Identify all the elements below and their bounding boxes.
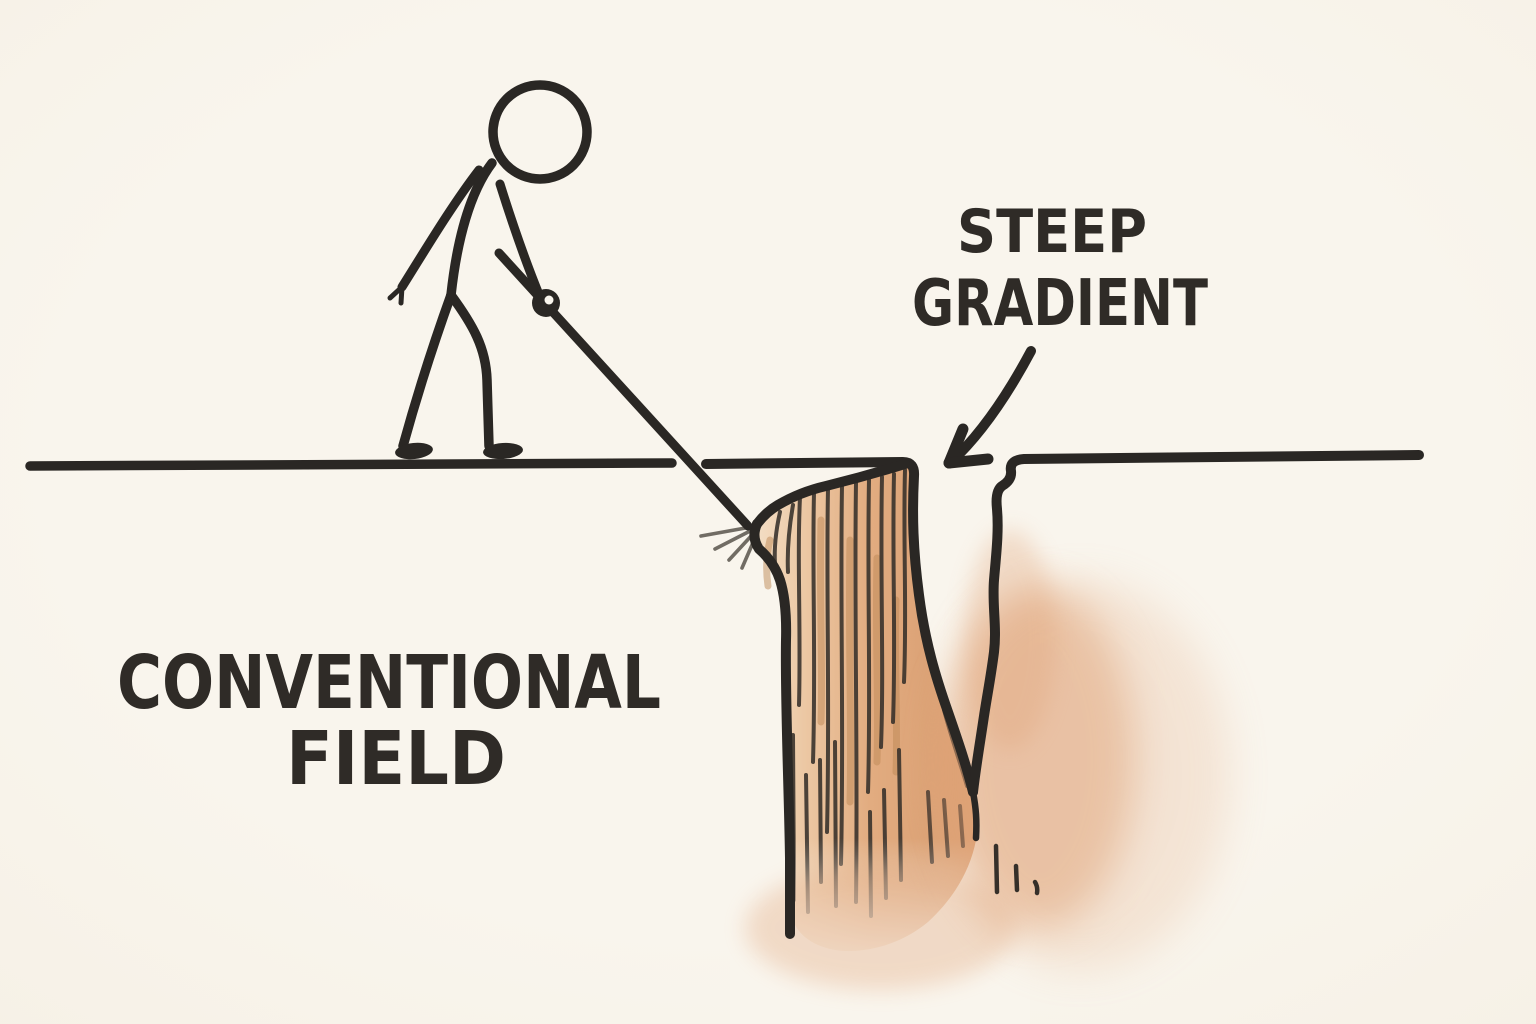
ground-line-middle-and-cliff-right-edge [701,457,978,797]
ink-lines [25,80,1424,939]
cliff-top-edge [752,459,910,529]
gradient-arrow [943,346,1036,469]
front-leg [446,290,494,451]
steep-gradient-label-line1: STEEP [957,197,1147,267]
cliff-foot-wash [745,866,1015,990]
arrow-head-lower-barb [943,453,994,469]
back-arm [397,165,484,292]
feet [395,442,523,460]
ground-line-left [25,458,677,471]
cliff-fill [754,463,977,952]
conventional-field-label-line2: FIELD [286,716,506,802]
ravine-point-tail [969,788,980,842]
cliff-left-edge [749,519,796,939]
ink-fills [395,289,560,460]
head [488,80,592,184]
ravine-dashes [993,843,1040,896]
ravine-upper-wash [965,530,1055,750]
captions: STEEP GRADIENT CONVENTIONAL FIELD [117,197,1208,802]
arrow-shaft [946,346,1036,467]
back-hand-thumb [398,284,405,306]
gripping-hand-hole [544,295,554,305]
back-foot [395,442,433,460]
conventional-field-label-line1: CONVENTIONAL [117,640,661,726]
back-leg [398,290,456,451]
cliff-face [754,463,977,952]
ground-line-right-and-ravine-wall [968,450,1424,797]
front-foot [483,442,523,460]
body [446,158,497,300]
front-arm [495,179,545,302]
steep-gradient-label-line2: GRADIENT [912,267,1208,341]
stick-figure [387,80,592,451]
cliff-texture-streaks [763,516,901,806]
